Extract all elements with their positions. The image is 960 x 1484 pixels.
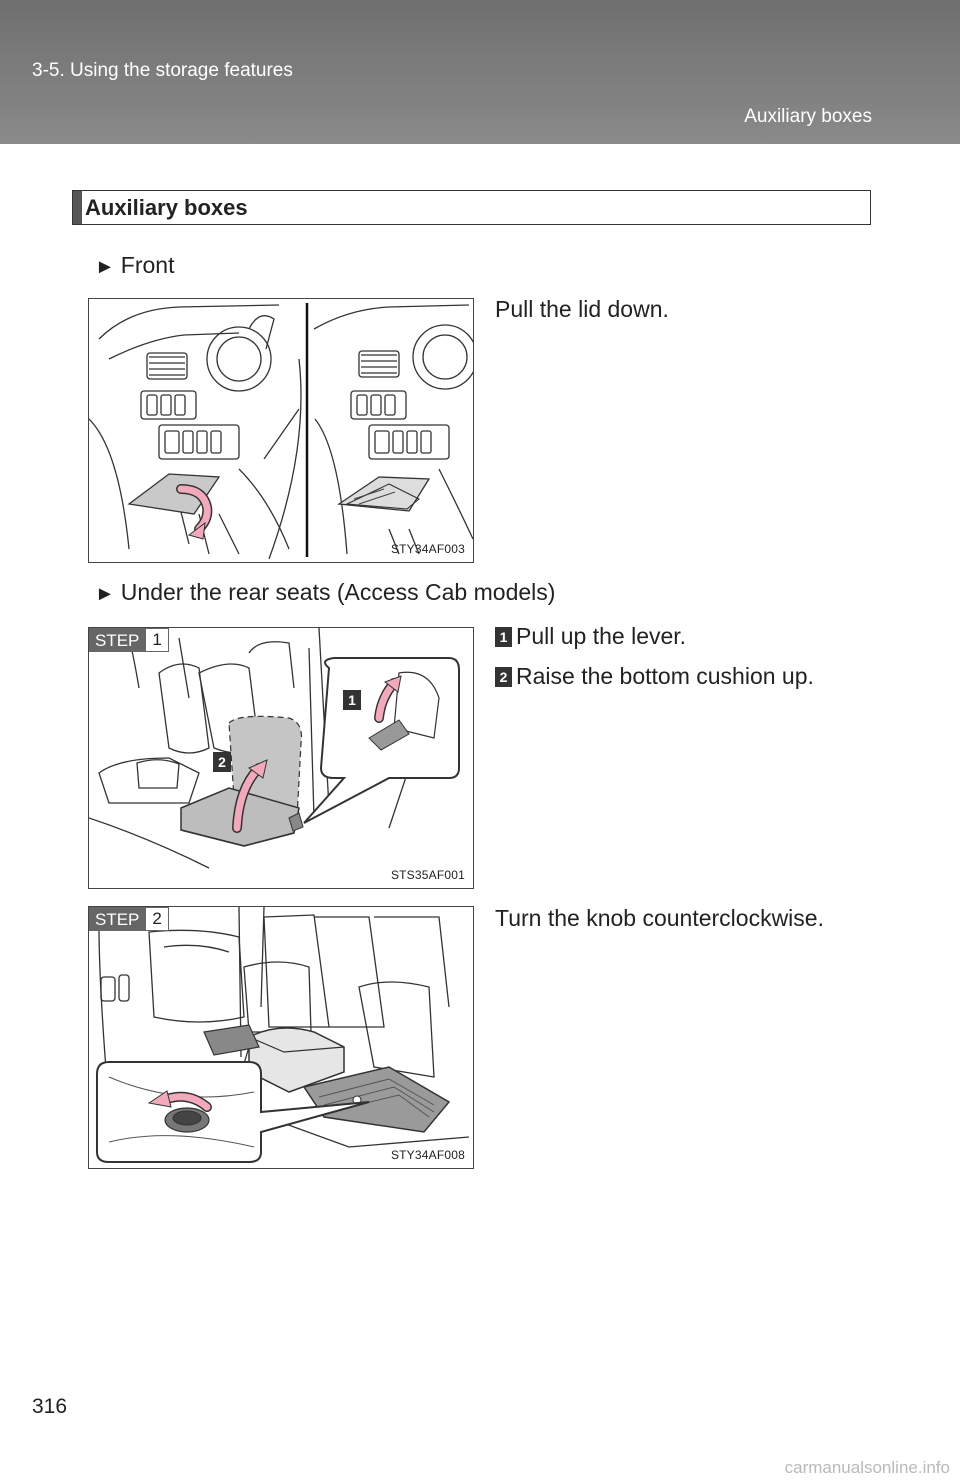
step1-figure: 2 1 STEP 1 STS35AF001 xyxy=(88,627,474,889)
step2-instruction: Turn the knob counterclockwise. xyxy=(495,905,824,931)
step1-item-1-text: Pull up the lever. xyxy=(516,623,687,649)
rear-seat-illustration: 2 1 xyxy=(89,628,460,869)
section-title: Auxiliary boxes xyxy=(85,195,248,220)
rear-bullet-label: Under the rear seats (Access Cab models) xyxy=(120,579,556,605)
step2-badge: STEP 2 xyxy=(89,907,169,931)
front-instruction: Pull the lid down. xyxy=(495,296,669,322)
rear-bullet: ►Under the rear seats (Access Cab models… xyxy=(95,579,555,606)
step1-item-2-text: Raise the bottom cushion up. xyxy=(516,663,814,689)
front-figure-code: STY34AF003 xyxy=(390,542,465,556)
section-title-bar: Auxiliary boxes xyxy=(72,190,871,225)
front-bullet: ►Front xyxy=(95,252,174,279)
step1-callout-2: 2 xyxy=(218,754,226,770)
header-section-title: Auxiliary boxes xyxy=(744,106,872,127)
step2-figure-code: STY34AF008 xyxy=(390,1148,465,1162)
number-box-2: 2 xyxy=(495,666,512,687)
dashboard-illustration xyxy=(89,303,473,560)
step2-badge-num: 2 xyxy=(145,907,169,931)
rear-floor-illustration xyxy=(96,907,470,1163)
page-number: 316 xyxy=(32,1395,68,1418)
step1-badge-num: 1 xyxy=(145,628,169,652)
step1-badge: STEP 1 xyxy=(89,628,169,652)
step1-callout-1: 1 xyxy=(348,692,356,708)
breadcrumb: 3-5. Using the storage features xyxy=(32,60,293,81)
step1-badge-word: STEP xyxy=(89,628,146,652)
page-header: 3-5. Using the storage features Auxiliar… xyxy=(0,0,960,144)
step2-figure: STEP 2 STY34AF008 xyxy=(88,906,474,1169)
front-figure: STY34AF003 xyxy=(88,298,474,563)
triangle-bullet-icon: ► xyxy=(95,256,115,278)
number-box-1: 1 xyxy=(495,626,512,647)
front-bullet-label: Front xyxy=(120,252,175,278)
step1-figure-code: STS35AF001 xyxy=(390,868,465,882)
triangle-bullet-icon: ► xyxy=(95,583,115,605)
watermark: carmanualsonline.info xyxy=(784,1458,950,1477)
title-accent xyxy=(73,191,82,224)
step2-badge-word: STEP xyxy=(89,907,146,931)
